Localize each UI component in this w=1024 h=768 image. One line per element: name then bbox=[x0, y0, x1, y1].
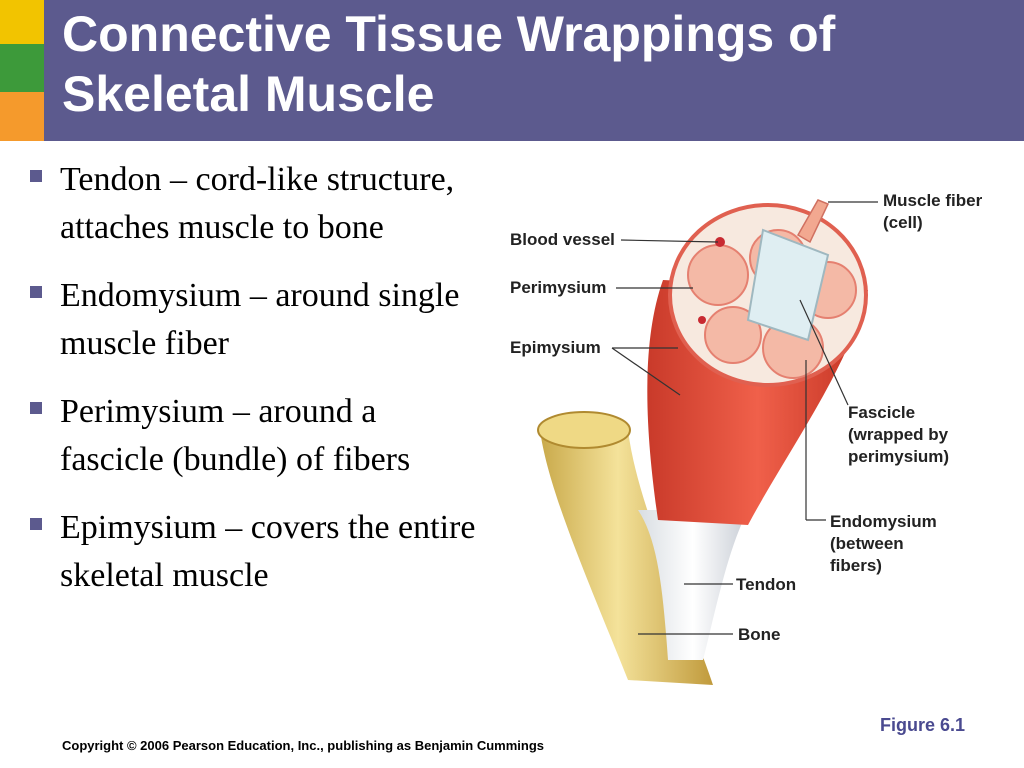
label-epimysium: Epimysium bbox=[510, 338, 601, 357]
muscle-illustration bbox=[537, 199, 878, 685]
bullet-list: Tendon – cord-like structure, attaches m… bbox=[28, 156, 478, 620]
label-perimysium: Perimysium bbox=[510, 278, 607, 297]
square-bullet-icon bbox=[30, 402, 42, 414]
label-endomysium: Endomysium (between fibers) bbox=[830, 512, 937, 575]
accent-block-green bbox=[0, 44, 44, 92]
bullet-item: Epimysium – covers the entire skeletal m… bbox=[28, 504, 478, 600]
label-muscle-fiber: Muscle fiber (cell) bbox=[883, 191, 983, 232]
muscle-anatomy-figure: Muscle fiber (cell) Blood vessel Perimys… bbox=[488, 180, 988, 700]
bullet-text: Endomysium – around single muscle fiber bbox=[60, 277, 460, 362]
leader-lines bbox=[611, 201, 878, 635]
figure-reference: Figure 6.1 bbox=[880, 715, 966, 735]
bullet-item: Perimysium – around a fascicle (bundle) … bbox=[28, 388, 478, 484]
label-tendon: Tendon bbox=[736, 575, 797, 594]
bullet-text: Epimysium – covers the entire skeletal m… bbox=[60, 509, 476, 594]
bone-end bbox=[537, 411, 631, 449]
bullet-item: Tendon – cord-like structure, attaches m… bbox=[28, 156, 478, 252]
accent-block-yellow bbox=[0, 0, 44, 44]
fascicle-cylinder bbox=[746, 228, 830, 342]
square-bullet-icon bbox=[30, 518, 42, 530]
blood-vessel-dot bbox=[698, 316, 706, 324]
title-bar bbox=[0, 0, 1024, 141]
square-bullet-icon bbox=[30, 286, 42, 298]
accent-block-orange bbox=[0, 92, 44, 141]
label-blood-vessel: Blood vessel bbox=[510, 230, 615, 249]
label-fascicle: Fascicle (wrapped by perimysium) bbox=[848, 403, 950, 466]
bullet-item: Endomysium – around single muscle fiber bbox=[28, 272, 478, 368]
tendon-shape bbox=[638, 510, 748, 660]
muscle-fiber-strand bbox=[796, 199, 830, 244]
blood-vessel-dot bbox=[715, 237, 725, 247]
fascicle bbox=[704, 306, 762, 364]
bullet-text: Tendon – cord-like structure, attaches m… bbox=[60, 161, 455, 246]
copyright-notice: Copyright © 2006 Pearson Education, Inc.… bbox=[62, 738, 544, 753]
bullet-text: Perimysium – around a fascicle (bundle) … bbox=[60, 393, 411, 478]
slide-title: Connective Tissue Wrappings of Skeletal … bbox=[62, 6, 836, 122]
fascicle bbox=[687, 244, 749, 306]
label-bone: Bone bbox=[738, 625, 781, 644]
square-bullet-icon bbox=[30, 170, 42, 182]
